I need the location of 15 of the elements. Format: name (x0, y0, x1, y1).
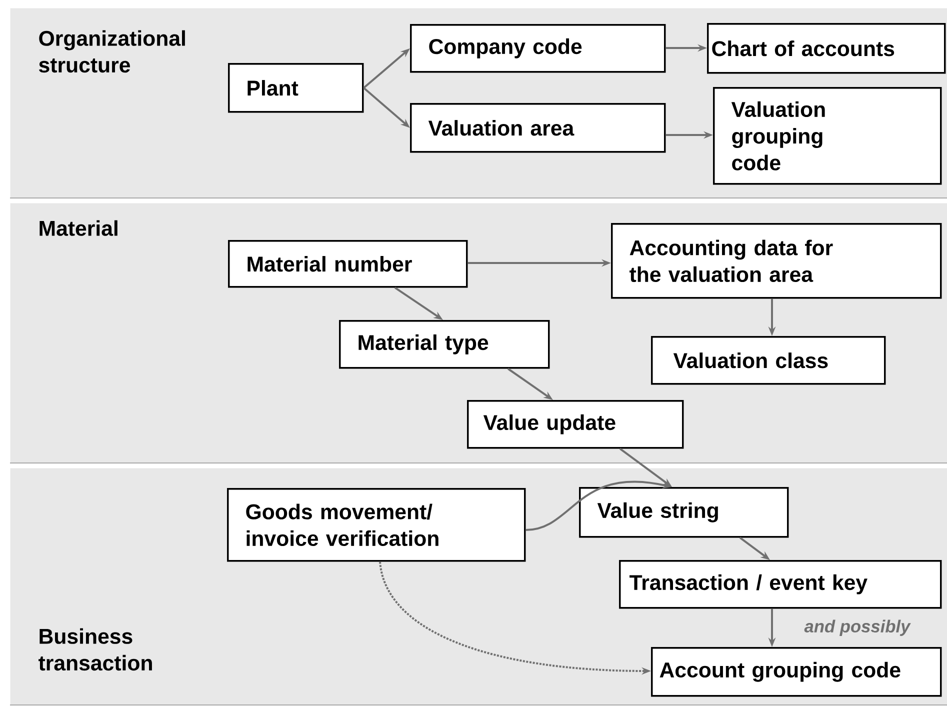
edge-label: and possibly (802, 617, 913, 639)
process-box: Chart of accounts (707, 23, 946, 74)
process-box: Valuation grouping code (713, 87, 942, 185)
process-box: Goods movement/ invoice verification (227, 488, 526, 562)
process-box: Material number (228, 240, 468, 288)
process-box: Company code (410, 24, 666, 73)
process-box: Value string (579, 487, 789, 538)
process-box: Valuation area (410, 103, 666, 153)
process-box: Material type (339, 320, 550, 369)
process-box: Account grouping code (651, 647, 942, 697)
process-box: Transaction / event key (619, 560, 942, 609)
process-box: Valuation class (651, 336, 886, 385)
process-box: Plant (228, 63, 364, 113)
process-box: Accounting data for the valuation area (611, 223, 942, 299)
process-box: Value update (467, 400, 684, 449)
